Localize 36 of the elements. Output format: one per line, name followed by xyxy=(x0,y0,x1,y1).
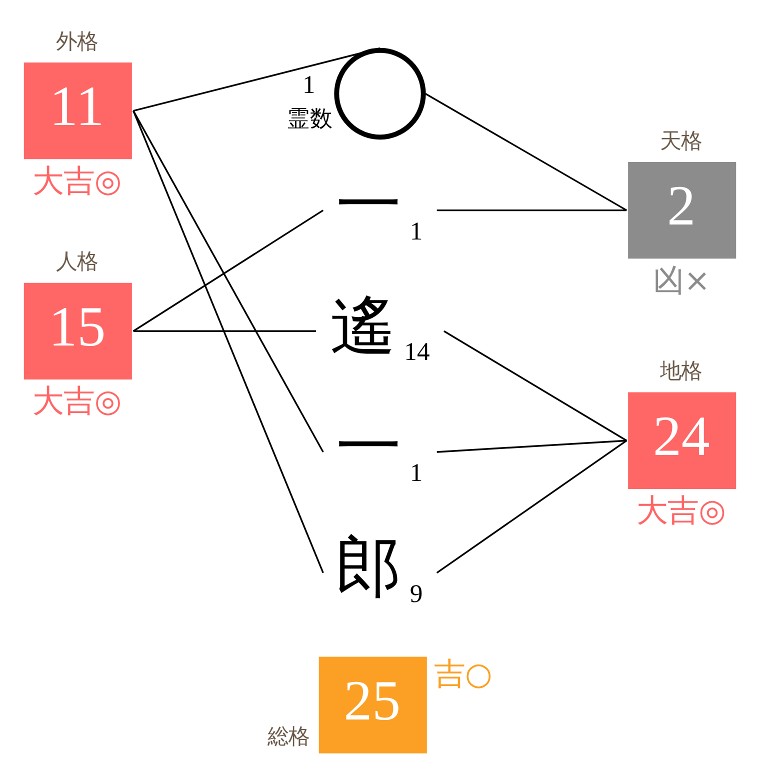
node-label: 外格 xyxy=(56,28,98,54)
connector xyxy=(436,439,628,574)
node-label: 大吉◎ xyxy=(32,162,122,199)
connector xyxy=(133,46,380,112)
node-text: 一 xyxy=(336,166,401,243)
node-label: 天格 xyxy=(660,128,702,154)
connector xyxy=(133,330,316,332)
node-label: 地格 xyxy=(660,358,702,384)
node-label: 凶× xyxy=(652,262,710,298)
node-label: 霊数 xyxy=(286,106,333,132)
connector xyxy=(132,110,324,452)
node-label: 吉○ xyxy=(434,656,492,692)
node-label: 大吉◎ xyxy=(636,492,726,529)
node-box: 24 xyxy=(628,392,736,488)
node-label: 1 xyxy=(302,69,316,98)
node-box: 11 xyxy=(24,62,132,159)
node-label: 14 xyxy=(404,336,430,366)
node-label: 9 xyxy=(410,578,423,608)
node-label: 総格 xyxy=(268,724,310,749)
node-box: 2 xyxy=(628,161,736,258)
node-box: 15 xyxy=(24,282,132,379)
node-circle xyxy=(334,47,426,140)
connector xyxy=(436,208,627,211)
connector xyxy=(436,439,627,452)
node-text: 郎 xyxy=(336,529,401,606)
node-text: 遙 xyxy=(330,287,396,364)
node-box: 25 xyxy=(318,656,427,753)
node-label: 1 xyxy=(410,216,423,245)
node-label: 人格 xyxy=(56,249,98,274)
node-text: 一 xyxy=(336,408,401,484)
connector xyxy=(132,209,324,332)
node-label: 大吉◎ xyxy=(32,383,122,420)
connector xyxy=(425,92,628,211)
connector xyxy=(444,330,628,441)
connector xyxy=(132,110,324,573)
node-label: 1 xyxy=(410,457,423,486)
